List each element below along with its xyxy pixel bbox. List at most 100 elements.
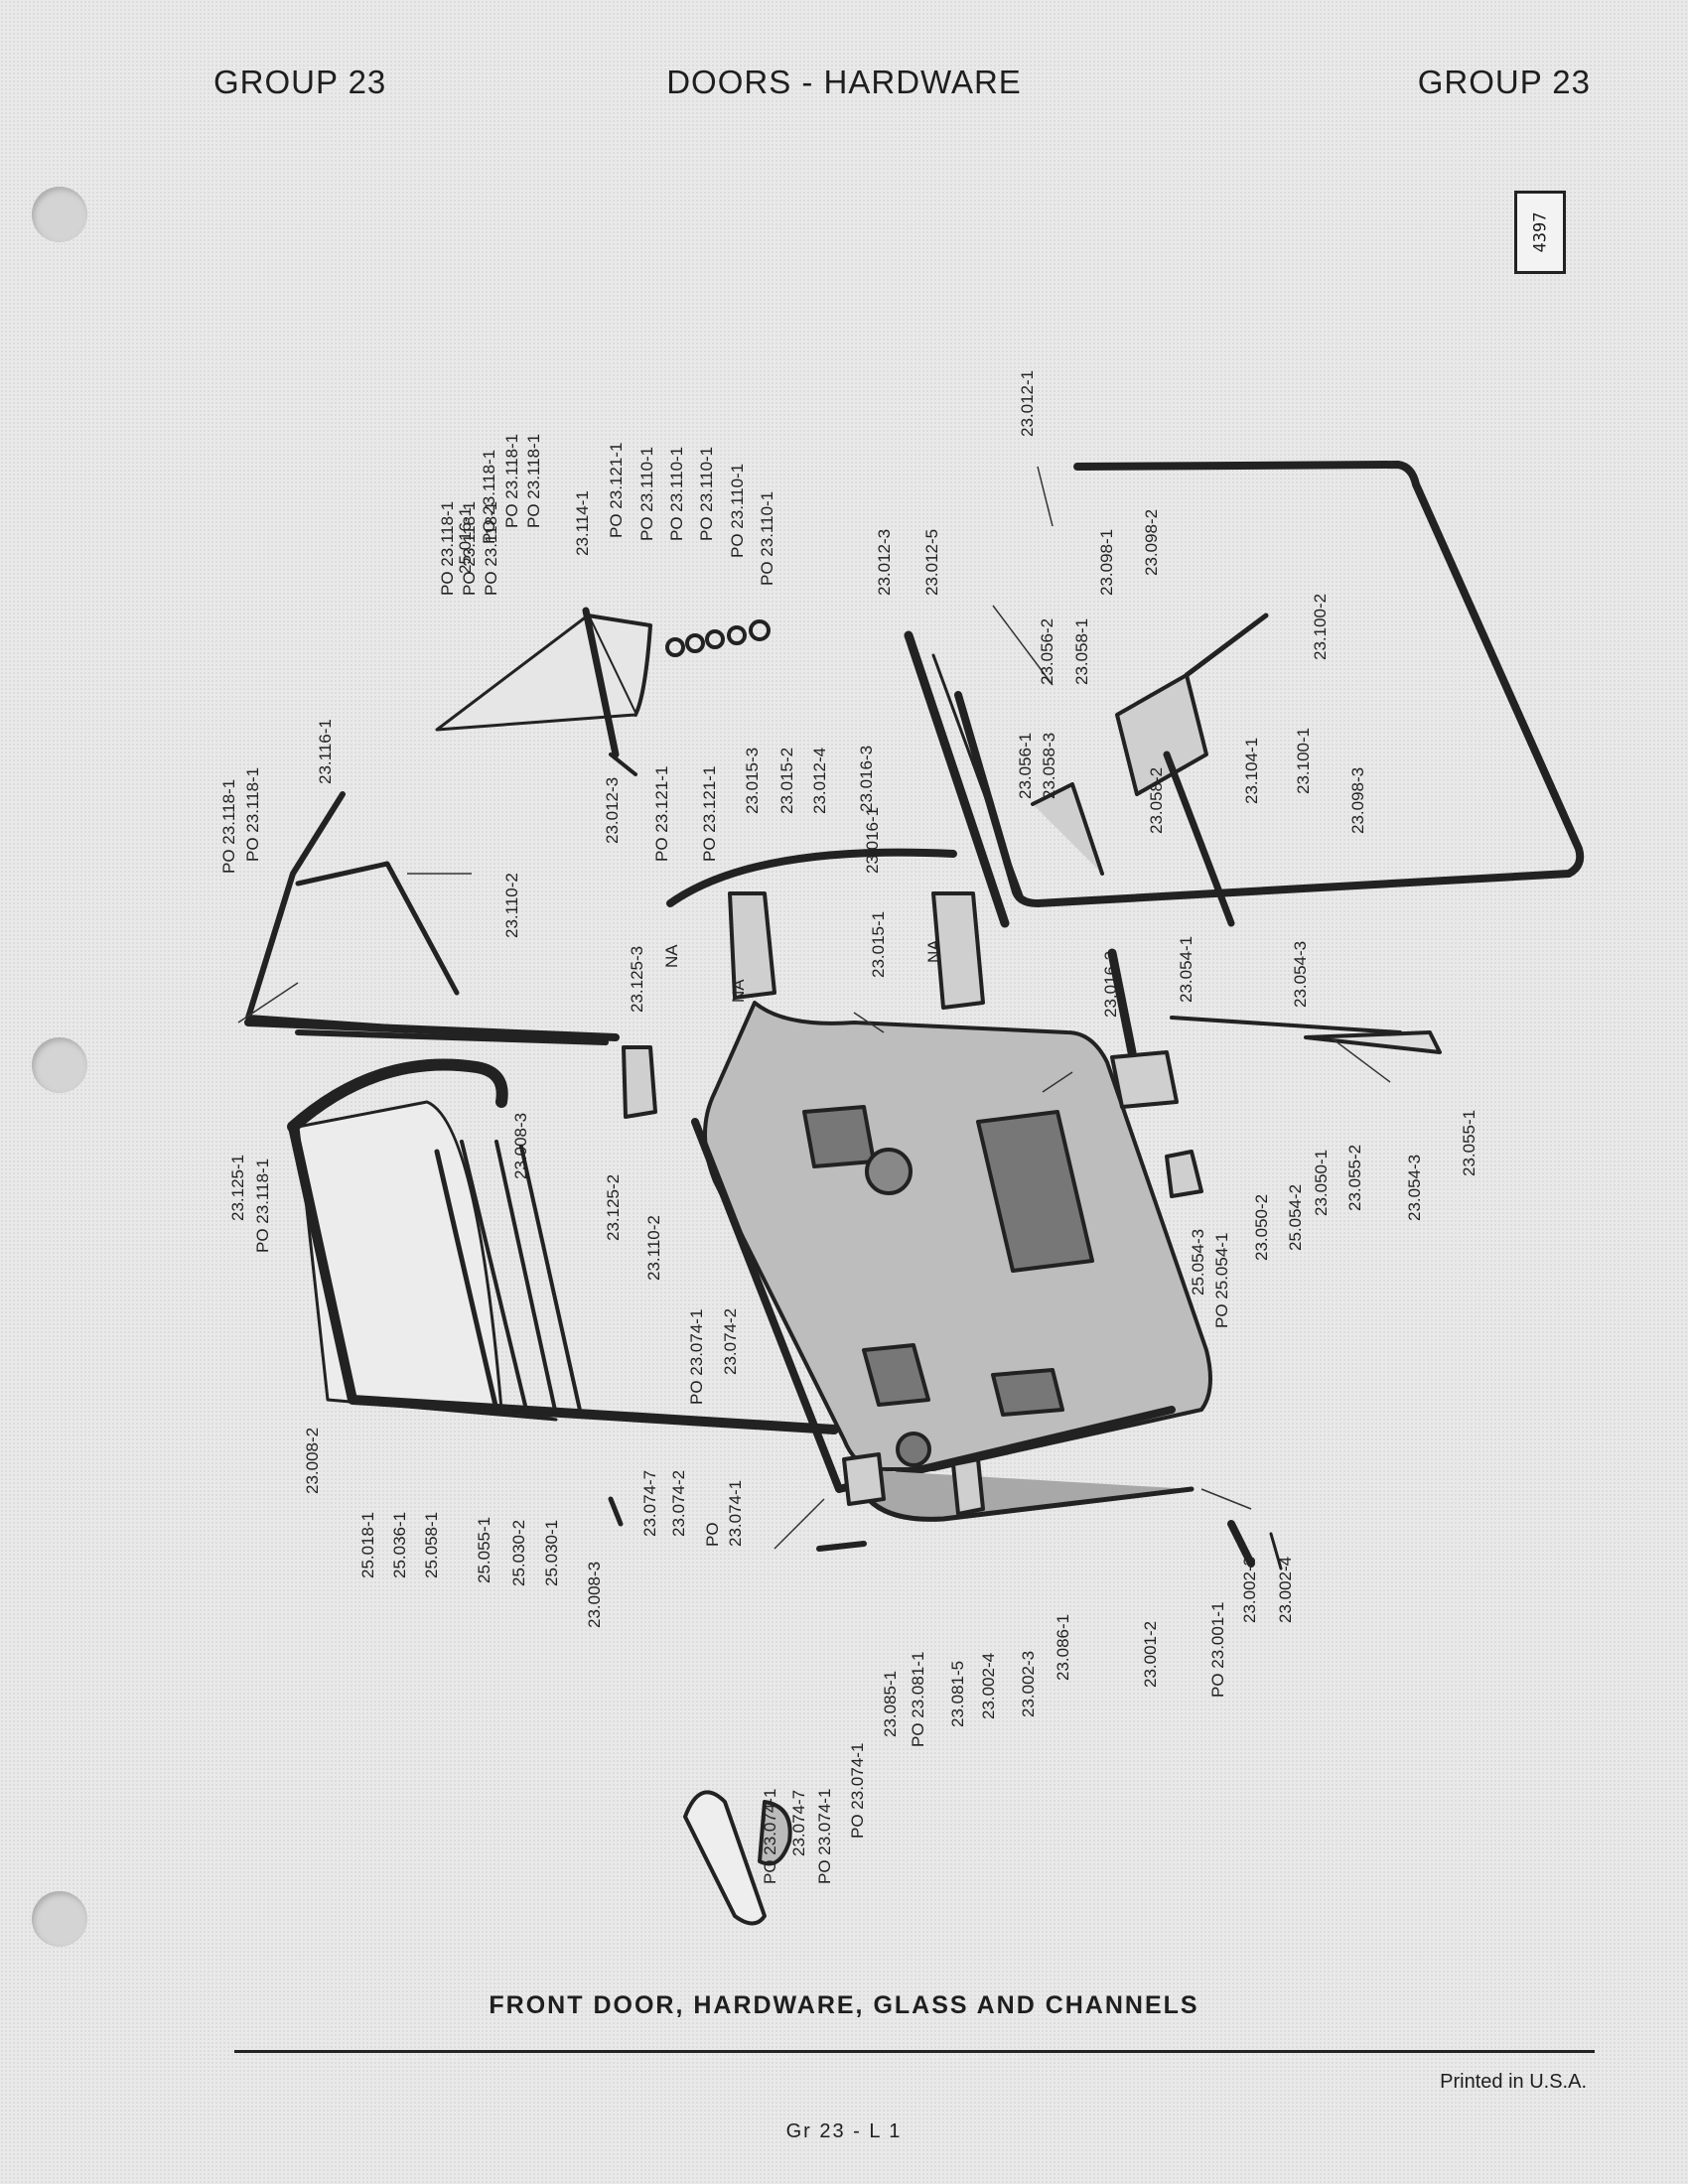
- callout-c85: 23.002-4: [1276, 1557, 1295, 1623]
- glass-run-channel: [904, 630, 1010, 928]
- callout-c68: 25.055-1: [475, 1517, 493, 1583]
- callout-c77: PO 23.081-1: [909, 1652, 927, 1747]
- callout-c52: 23.125-2: [604, 1174, 623, 1241]
- callout-c70: 25.030-1: [542, 1520, 561, 1586]
- callout-c83: PO 23.001-1: [1208, 1602, 1227, 1698]
- callout-c20: 23.100-2: [1311, 594, 1330, 660]
- callout-c65: 25.018-1: [358, 1512, 377, 1578]
- callout-c62: PO 23.074-1: [687, 1309, 706, 1405]
- callout-c08: 23.114-1: [573, 490, 592, 556]
- callout-c78: 23.081-5: [948, 1661, 967, 1727]
- callout-c40: 23.098-3: [1348, 767, 1367, 834]
- callout-c16: 23.012-5: [922, 529, 941, 596]
- callout-c18: 23.098-1: [1097, 529, 1116, 596]
- callout-c41: 23.125-3: [628, 946, 646, 1013]
- callout-c35: 23.056-1: [1016, 733, 1035, 799]
- callout-c13: PO 23.110-1: [728, 464, 747, 558]
- glass-run-channel-2: [931, 653, 1025, 900]
- callout-c63: 23.074-2: [721, 1308, 740, 1375]
- callout-c69: 25.030-2: [509, 1520, 528, 1586]
- callout-c21: PO 23.118-1: [219, 779, 238, 874]
- outside-handle: [683, 1790, 767, 1926]
- callout-c06: PO 23.118-1: [502, 434, 521, 528]
- callout-c61: 25.054-3: [1189, 1229, 1207, 1296]
- callout-c82: 23.001-2: [1141, 1621, 1160, 1688]
- callout-c73: 23.074-2: [669, 1470, 688, 1537]
- callout-c75: 23.074-1: [726, 1480, 745, 1547]
- callout-c38: 23.104-1: [1242, 738, 1261, 804]
- callout-c27: PO 23.121-1: [700, 766, 719, 862]
- callout-c31: 23.016-3: [857, 746, 876, 812]
- window-regulator: [1115, 673, 1208, 796]
- upper-hinge: [728, 891, 776, 1000]
- lower-channel: [288, 1122, 839, 1434]
- group-label-left: GROUP 23: [213, 64, 387, 100]
- callout-c74: PO: [703, 1522, 722, 1547]
- footer-rule: [234, 2050, 1595, 2053]
- group-label-right: GROUP 23: [1417, 64, 1591, 100]
- callout-c76: 23.085-1: [881, 1671, 900, 1737]
- callout-c11: PO 23.110-1: [667, 447, 686, 541]
- callout-c26: PO 23.121-1: [652, 766, 671, 862]
- callout-c48: 23.054-3: [1291, 941, 1310, 1008]
- callout-c49: 23.125-1: [228, 1155, 247, 1221]
- punch-hole-middle: [32, 1037, 87, 1093]
- page-number: Gr 23 - L 1: [785, 2120, 903, 2142]
- callout-c24: 23.110-2: [502, 873, 521, 938]
- page-stamp: 4397: [1514, 191, 1566, 274]
- callout-c23: 23.116-1: [316, 719, 335, 784]
- callout-c17: 23.012-1: [1018, 370, 1037, 437]
- callout-c55: 23.054-3: [1405, 1155, 1424, 1221]
- callout-c34: 23.058-1: [1072, 618, 1091, 685]
- callout-c09: PO 23.121-1: [607, 443, 626, 538]
- callout-c36: 23.058-3: [1040, 733, 1058, 799]
- callout-c37: 23.058-2: [1147, 767, 1166, 834]
- vent-wing-glass: [586, 614, 652, 717]
- callout-c53: 23.110-2: [644, 1215, 663, 1281]
- callout-c80: 23.002-3: [1019, 1651, 1038, 1717]
- callout-c39: 23.100-1: [1294, 728, 1313, 794]
- callout-c19: 23.098-2: [1142, 509, 1161, 576]
- callout-c42: NA: [662, 944, 681, 968]
- page-title: DOORS - HARDWARE: [666, 64, 1022, 100]
- callout-c15: 23.012-3: [875, 529, 894, 596]
- callout-c29: 23.015-2: [777, 748, 796, 814]
- punch-hole-top: [32, 187, 87, 242]
- callout-c89: PO 23.074-1: [848, 1743, 867, 1839]
- callout-c67: 25.058-1: [422, 1512, 441, 1578]
- callout-c46: 23.016-2: [1101, 951, 1120, 1018]
- callout-c30: 23.012-4: [810, 748, 829, 814]
- callout-c25: 23.012-3: [603, 777, 622, 844]
- division-channel: [245, 791, 609, 1045]
- callout-c50: PO 23.118-1: [253, 1159, 272, 1253]
- callout-c43: NA: [729, 979, 748, 1003]
- glass-channel: [287, 1058, 508, 1133]
- callout-c57: 23.050-1: [1312, 1150, 1331, 1216]
- callout-c66: 25.036-1: [390, 1512, 409, 1578]
- callout-c12: PO 23.110-1: [697, 447, 716, 541]
- vent-division-bar: [582, 607, 620, 758]
- callout-c79: 23.002-4: [979, 1653, 998, 1719]
- printed-note: Printed in U.S.A.: [1440, 2071, 1587, 2093]
- callout-c14: PO 23.110-1: [758, 491, 776, 586]
- callout-c60: PO 25.054-1: [1212, 1233, 1231, 1328]
- callout-c33: 23.056-2: [1038, 618, 1056, 685]
- callout-c71: 23.008-3: [585, 1562, 604, 1628]
- window-glass-frame: [954, 461, 1585, 907]
- callout-c59: 23.050-2: [1252, 1194, 1271, 1261]
- callout-c47: 23.054-1: [1177, 936, 1196, 1003]
- callout-c51: 23.008-3: [511, 1113, 530, 1179]
- callout-c86: PO 23.074-1: [761, 1789, 779, 1884]
- figure-caption: FRONT DOOR, HARDWARE, GLASS AND CHANNELS: [489, 1991, 1199, 2019]
- callout-c84: 23.002-3: [1240, 1557, 1259, 1623]
- callout-c02: PO 23.118-1: [460, 501, 479, 596]
- callout-c10: PO 23.110-1: [637, 447, 656, 541]
- callout-c64: 23.008-2: [303, 1428, 322, 1494]
- callout-c81: 23.086-1: [1054, 1614, 1072, 1681]
- callout-c87: 23.074-7: [789, 1790, 808, 1856]
- callout-c88: PO 23.074-1: [815, 1789, 834, 1884]
- callout-c01: PO 23.118-1: [438, 501, 457, 596]
- callout-c05: PO 23.118-1: [480, 450, 498, 544]
- callout-c54: 23.055-2: [1345, 1145, 1364, 1211]
